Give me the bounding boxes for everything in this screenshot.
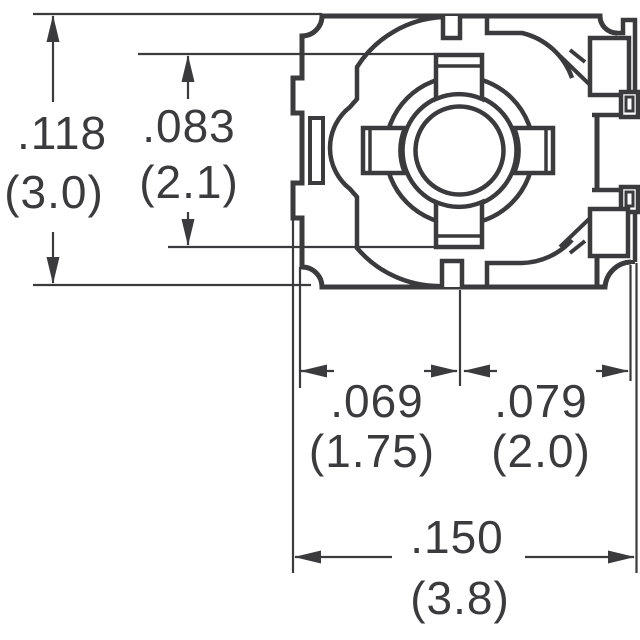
arrowhead-left-padleft [300,364,327,378]
arrowhead-up-height [46,15,60,42]
cover-top-right-outline [484,16,575,79]
terminal-bottom-right-plate [587,206,631,259]
terminal-top-right-tab [617,17,638,96]
arrowhead-left-total [294,550,321,564]
cross-arm-bottom [433,198,485,250]
arrowhead-up-slot [181,55,195,82]
arrowhead-down-slot [181,219,195,246]
arrowhead-right-padright [602,364,629,378]
terminal-bottom-right [587,184,640,264]
dim-body-height-inches: .118 [17,107,107,159]
cross-arm-left [360,125,409,176]
cover-bottom-right-outline [484,238,574,287]
dim-total-width-inches: .150 [410,511,504,563]
dim-total-width-mm: (3.8) [410,572,510,624]
dim-pad-right-mm: (2.0) [491,425,591,477]
terminal-top-right-foot-hole [624,95,635,113]
left-clip-tab [308,116,325,185]
arrowhead-left-padright [463,364,490,378]
dimension-lines [33,12,638,573]
arrowhead-down-height [46,257,60,284]
terminal-bottom-right-foot-hole [624,190,635,208]
rotor-center-hole [413,104,506,197]
dim-pad-right-inches: .079 [494,375,588,427]
cross-arm-right [510,125,556,176]
dim-slot-height-mm: (2.1) [139,156,239,208]
index-tab-top [440,16,463,41]
dim-body-height-mm: (3.0) [4,166,104,218]
index-tab-bottom [439,258,465,287]
dim-pad-left-inches: .069 [330,375,424,427]
dim-slot-height-inches: .083 [142,100,236,152]
dim-pad-left-mm: (1.75) [309,425,435,477]
cross-slot [360,52,556,250]
terminal-top-right-plate [587,35,632,98]
arrowhead-right-padleft [431,364,458,378]
arrowhead-right-total [608,550,635,564]
cross-arm-top [433,52,485,103]
dimension-arrowheads [46,15,635,564]
terminal-top-right [587,17,640,120]
